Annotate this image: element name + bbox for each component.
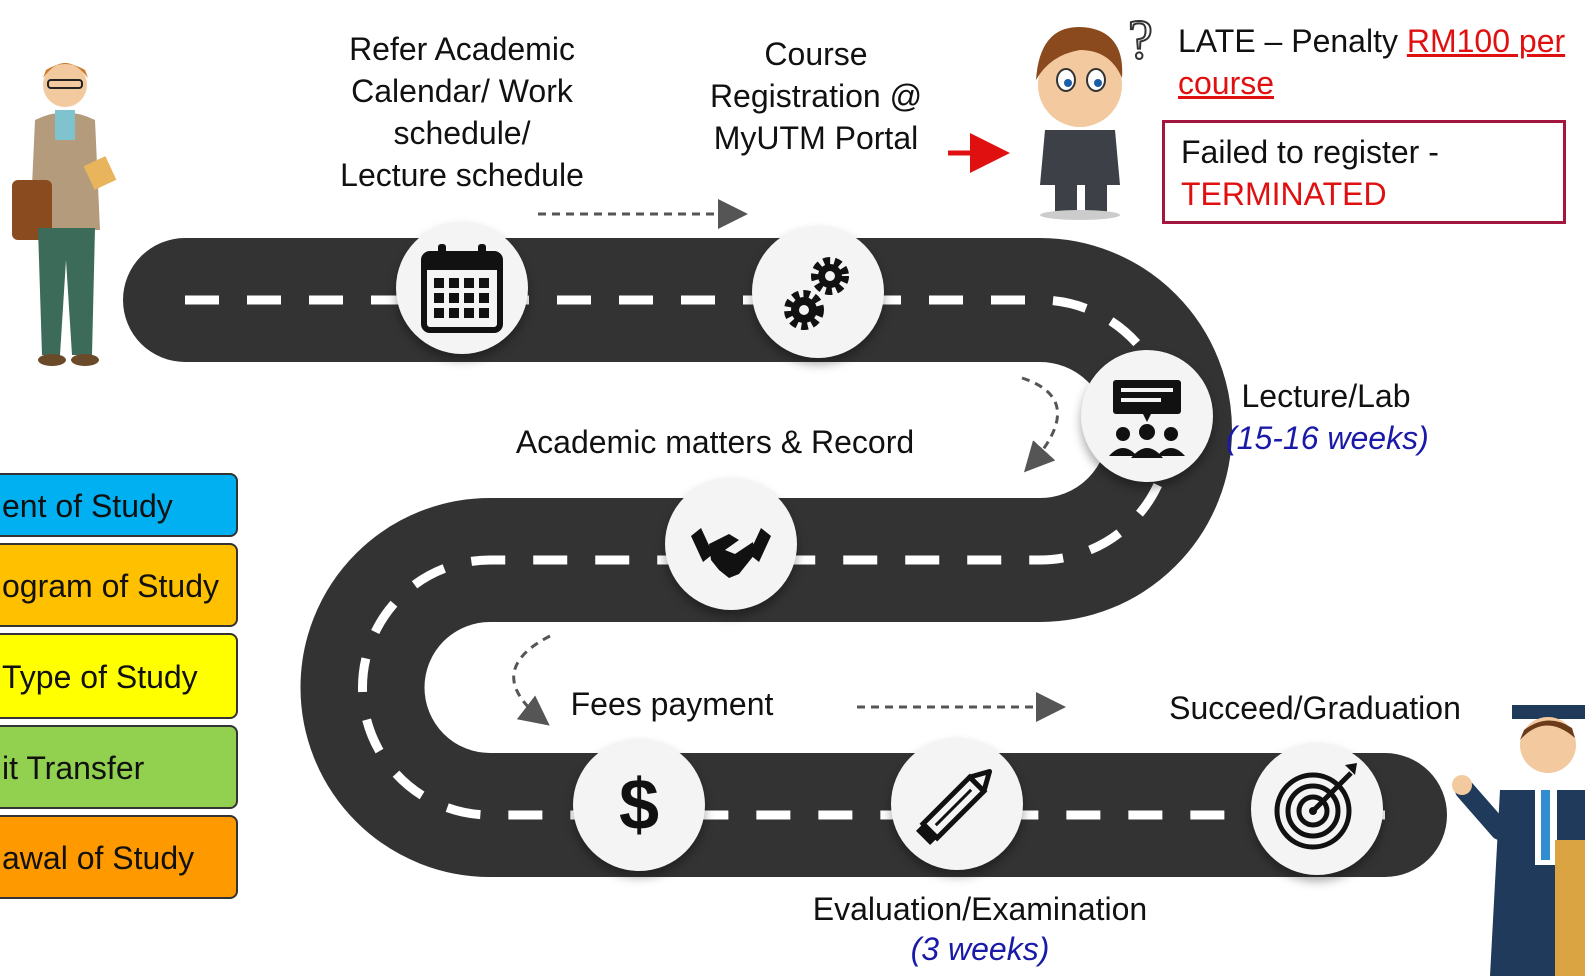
failed-text: Failed to register - xyxy=(1181,134,1439,170)
lecture-node[interactable] xyxy=(1081,350,1213,482)
refer-line-1: Refer Academic xyxy=(349,31,575,67)
side-tab-4[interactable]: it Transfer xyxy=(0,725,238,809)
evaluation-label: Evaluation/Examination (3 weeks) xyxy=(800,889,1160,969)
course-line-1: Course xyxy=(764,36,868,72)
failed-register-box: Failed to register - TERMINATED xyxy=(1162,120,1566,224)
course-line-2: Registration @ xyxy=(709,78,923,114)
gears-icon xyxy=(784,257,849,330)
succeed-graduation-label: Succeed/Graduation xyxy=(1169,690,1461,726)
side-tab-5[interactable]: awal of Study xyxy=(0,815,238,899)
curve-arrow-right xyxy=(1021,376,1059,473)
lecture-duration: (15-16 weeks) xyxy=(1226,420,1429,456)
dollar-icon: $ xyxy=(619,765,659,845)
side-tab-2[interactable]: ogram of Study xyxy=(0,543,238,627)
svg-text:?: ? xyxy=(1128,9,1153,71)
fees-payment-label: Fees payment xyxy=(570,686,774,722)
thinking-man-figure: ? xyxy=(1036,8,1154,220)
pencil-icon xyxy=(915,768,993,846)
academic-matters-label: Academic matters & Record xyxy=(515,424,915,460)
side-tab-1[interactable]: ent of Study xyxy=(0,473,238,537)
course-line-3: MyUTM Portal xyxy=(713,120,919,156)
terminated-text: TERMINATED xyxy=(1181,176,1387,212)
course-registration-label: Course Registration @ MyUTM Portal xyxy=(696,33,936,159)
presentation-audience-icon xyxy=(1109,380,1185,458)
late-penalty-amount: RM100 per xyxy=(1406,23,1566,59)
calendar-icon xyxy=(421,244,503,333)
late-penalty-label: LATE – Penalty RM100 per course xyxy=(1178,20,1565,104)
refer-academic-label: Refer Academic Calendar/ Work schedule/ … xyxy=(332,28,592,196)
target-node[interactable] xyxy=(1251,743,1383,875)
evaluation-node[interactable] xyxy=(891,738,1023,870)
lecture-lab-label: Lecture/Lab (15-16 weeks) xyxy=(1226,375,1429,459)
evaluation-duration: (3 weeks) xyxy=(910,931,1050,967)
student-figure xyxy=(12,63,117,366)
lecture-title: Lecture/Lab xyxy=(1241,378,1411,414)
refer-line-2: Calendar/ Work xyxy=(351,73,573,109)
evaluation-title: Evaluation/Examination xyxy=(812,891,1148,927)
svg-text:$: $ xyxy=(619,765,659,845)
curve-arrow-left xyxy=(512,634,551,726)
handshake-node[interactable] xyxy=(665,478,797,610)
refer-line-3: schedule/ xyxy=(393,115,531,151)
handshake-icon xyxy=(691,528,771,578)
refer-line-4: Lecture schedule xyxy=(340,157,584,193)
calendar-node[interactable] xyxy=(396,222,528,354)
target-icon xyxy=(1274,763,1357,850)
late-penalty-unit: course xyxy=(1178,65,1275,101)
fees-node[interactable]: $ xyxy=(573,739,705,871)
gears-node[interactable] xyxy=(752,226,884,358)
side-tab-3[interactable]: Type of Study xyxy=(0,633,238,719)
late-prefix: LATE – Penalty xyxy=(1178,23,1407,59)
graduate-figure xyxy=(1452,705,1585,976)
